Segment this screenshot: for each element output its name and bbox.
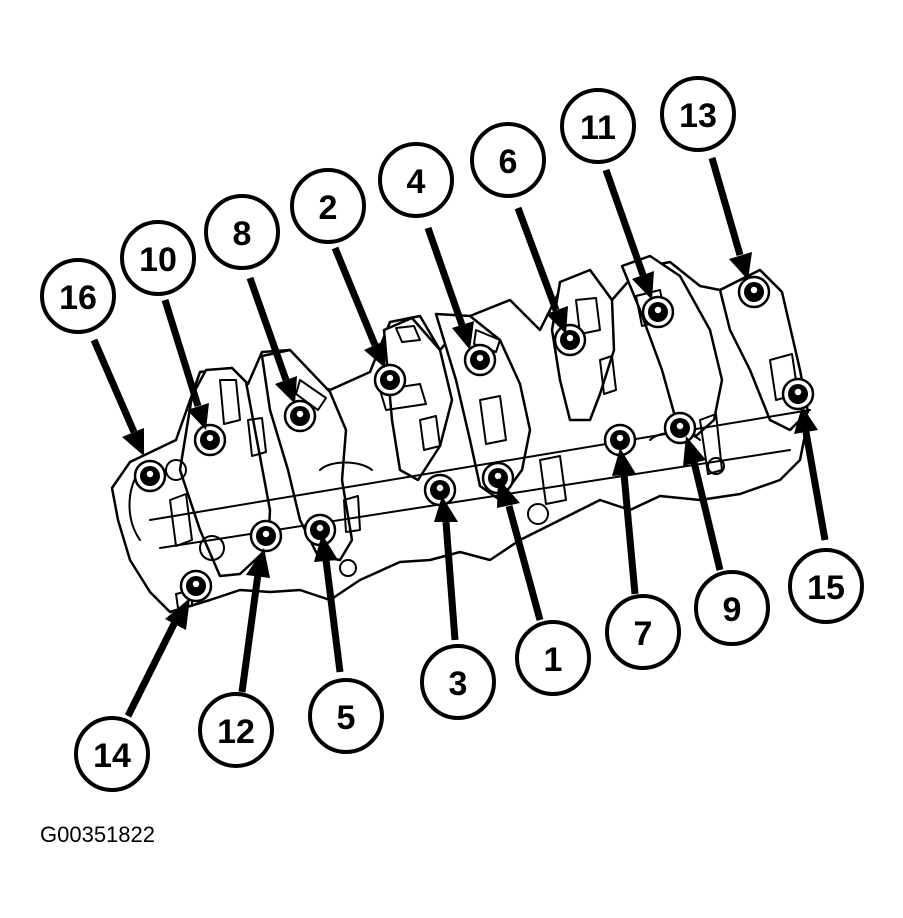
callout-10: 10 [120, 220, 196, 296]
callout-9: 9 [694, 570, 770, 646]
svg-text:2: 2 [319, 189, 338, 227]
arrow-13 [708, 157, 752, 280]
nut-4 [463, 343, 497, 377]
svg-text:11: 11 [580, 109, 616, 147]
svg-text:4: 4 [407, 163, 426, 201]
arrow-6 [514, 206, 568, 334]
nut-15 [781, 377, 815, 411]
svg-text:13: 13 [679, 97, 717, 135]
nut-9 [663, 411, 697, 445]
svg-text:6: 6 [499, 143, 518, 181]
svg-text:12: 12 [217, 713, 255, 751]
arrow-2 [331, 246, 386, 368]
callout-8: 8 [204, 194, 280, 270]
callout-5: 5 [308, 678, 384, 754]
nut-11 [641, 295, 675, 329]
arrow-8 [246, 276, 297, 404]
callout-14: 14 [74, 716, 150, 792]
svg-text:10: 10 [139, 241, 177, 279]
arrow-10 [161, 298, 209, 430]
nut-14 [179, 569, 213, 603]
arrow-1 [497, 478, 544, 621]
svg-text:15: 15 [807, 569, 845, 607]
callout-1: 1 [515, 620, 591, 696]
svg-text:8: 8 [233, 215, 252, 253]
callout-12: 12 [198, 692, 274, 768]
callout-6: 6 [470, 122, 546, 198]
nut-16 [133, 459, 167, 493]
arrow-7 [612, 448, 639, 595]
callout-2: 2 [290, 168, 366, 244]
arrow-14 [124, 598, 190, 718]
nut-13 [737, 275, 771, 309]
arrow-3 [434, 496, 459, 641]
callout-13: 13 [660, 76, 736, 152]
svg-text:3: 3 [449, 665, 468, 703]
callout-15: 15 [788, 548, 864, 624]
figure-code: G00351822 [40, 822, 155, 847]
callout-16: 16 [40, 258, 116, 334]
nut-10 [193, 423, 227, 457]
nut-8 [283, 399, 317, 433]
nut-2 [373, 363, 407, 397]
nut-12 [249, 519, 283, 553]
nuts [133, 275, 815, 603]
nut-6 [553, 323, 587, 357]
svg-text:5: 5 [337, 699, 356, 737]
callout-7: 7 [605, 594, 681, 670]
arrow-4 [424, 226, 474, 350]
arrow-12 [238, 548, 270, 693]
nut-3 [423, 473, 457, 507]
nut-5 [303, 513, 337, 547]
callout-11: 11 [560, 88, 636, 164]
arrow-11 [602, 168, 654, 300]
svg-text:7: 7 [634, 615, 653, 653]
callout-3: 3 [420, 644, 496, 720]
svg-text:9: 9 [723, 591, 742, 629]
svg-text:14: 14 [93, 737, 131, 775]
arrow-16 [90, 338, 144, 456]
callout-4: 4 [378, 142, 454, 218]
arrow-9 [683, 436, 724, 571]
svg-text:1: 1 [544, 641, 563, 679]
arrow-15 [794, 406, 829, 541]
svg-text:16: 16 [59, 279, 97, 317]
arrow-5 [314, 534, 344, 673]
nut-7 [603, 423, 637, 457]
